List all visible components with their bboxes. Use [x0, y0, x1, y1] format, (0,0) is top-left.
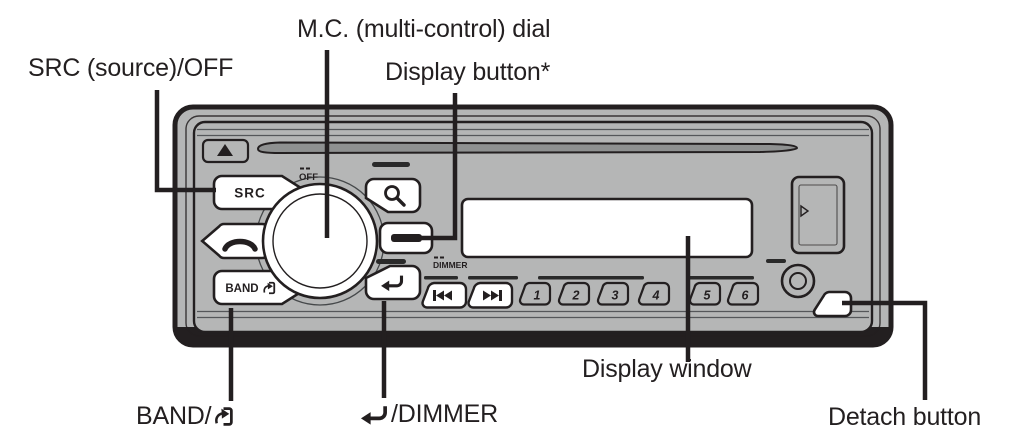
eject-button[interactable]	[201, 138, 250, 164]
preset-button-1[interactable]: 1	[518, 281, 552, 306]
prev-track-button[interactable]	[421, 281, 468, 309]
preset-buttons: 1 2 3 4 5 6	[518, 281, 760, 306]
callout-band-text: BAND/	[136, 402, 212, 430]
mc-dial[interactable]	[261, 182, 379, 300]
flap-arrow-icon	[800, 204, 810, 218]
back-button[interactable]	[364, 264, 422, 301]
svg-text:5: 5	[704, 289, 712, 303]
band-icon	[213, 406, 234, 427]
callout-dimmer-text: /DIMMER	[391, 400, 498, 428]
svg-text:6: 6	[742, 289, 750, 303]
detach-button[interactable]	[812, 290, 853, 318]
callout-mc-dial: M.C. (multi-control) dial	[297, 15, 551, 43]
svg-text:1: 1	[534, 289, 541, 303]
callout-lines	[154, 50, 928, 401]
svg-text:4: 4	[652, 289, 660, 303]
svg-text:2: 2	[572, 289, 580, 303]
callout-dimmer: /DIMMER	[360, 400, 498, 429]
next-track-button[interactable]	[467, 281, 514, 309]
callout-band: BAND/	[136, 402, 234, 431]
callout-detach: Detach button	[828, 403, 982, 431]
callout-line-display-button	[412, 93, 458, 241]
callout-display-button: Display button*	[385, 58, 551, 86]
svg-text:3: 3	[612, 289, 619, 303]
band-button-label: BAND	[225, 283, 258, 295]
groove-bars	[424, 259, 786, 280]
aux-jack	[780, 263, 816, 299]
preset-button-2[interactable]: 2	[557, 281, 591, 306]
svg-text:DIMMER: DIMMER	[433, 260, 467, 270]
off-hold-label: OFF	[299, 167, 318, 183]
groove-bar	[372, 162, 410, 167]
next-track-icon	[483, 290, 502, 301]
preset-button-4[interactable]: 4	[637, 281, 671, 306]
callout-display-window: Display window	[582, 355, 752, 383]
callout-line-detach	[842, 300, 928, 400]
groove-bar	[376, 259, 406, 264]
search-button[interactable]	[364, 177, 422, 214]
disc-slot	[256, 141, 799, 155]
display-window	[460, 197, 754, 259]
search-icon	[384, 185, 406, 207]
callout-line-src	[154, 90, 216, 193]
preset-button-6[interactable]: 6	[726, 281, 760, 306]
phone-icon	[222, 238, 258, 252]
return-icon	[360, 404, 389, 426]
preset-button-3[interactable]: 3	[596, 281, 630, 306]
prev-track-icon	[433, 290, 452, 301]
svg-text:OFF: OFF	[299, 172, 318, 183]
preset-button-5[interactable]: 5	[688, 281, 722, 306]
usb-flap[interactable]	[790, 175, 846, 255]
src-button-label: SRC	[234, 186, 266, 201]
dimmer-hold-label: DIMMER	[433, 256, 467, 270]
eject-icon	[217, 144, 233, 156]
callout-src: SRC (source)/OFF	[28, 54, 234, 82]
